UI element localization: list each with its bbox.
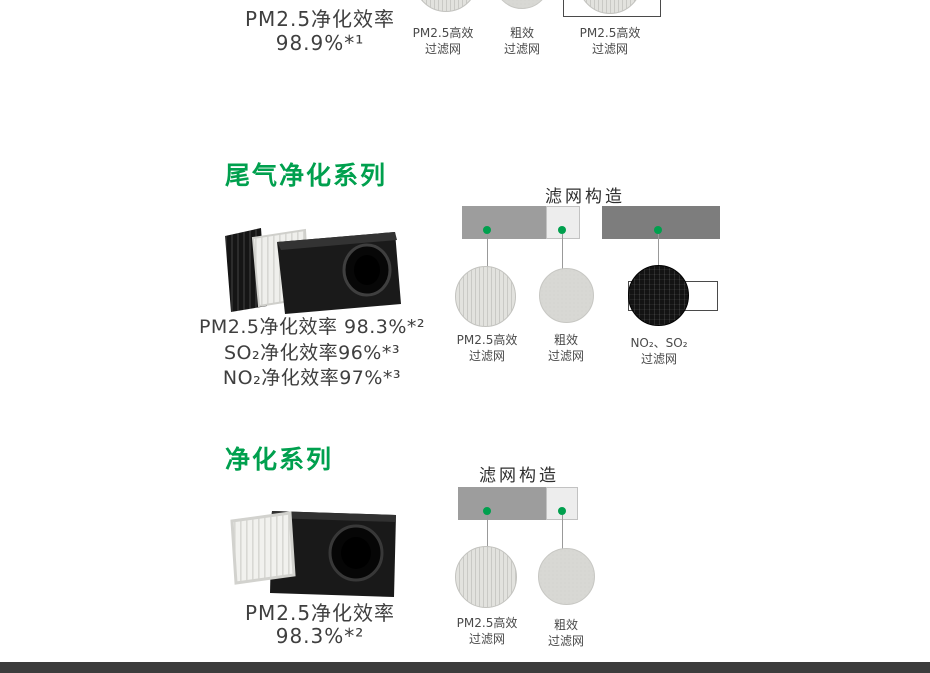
pm25-filter-sample	[455, 546, 517, 608]
coarse-filter-sample	[538, 548, 595, 605]
filter-label-line1: 粗效	[553, 333, 578, 347]
filter-label-line1: 粗效	[509, 26, 534, 40]
filter-stack-bar	[458, 487, 578, 520]
exhaust-product-image	[225, 228, 401, 314]
connector-line	[487, 515, 488, 547]
connector-line	[658, 234, 659, 266]
connector-dot	[654, 226, 662, 234]
footer-band	[0, 662, 930, 673]
filter-label-line1: PM2.5高效	[456, 333, 518, 347]
filter-label: 粗效 过滤网	[490, 25, 554, 57]
purify-diagram-title: 滤网构造	[479, 466, 559, 486]
filter-label-line1: PM2.5高效	[412, 26, 474, 40]
filter-label-line2: 过滤网	[591, 42, 628, 57]
filter-label-line1: PM2.5高效	[456, 616, 518, 630]
filter-label-line1: 粗效	[553, 618, 578, 632]
filter-label: 粗效 过滤网	[534, 617, 598, 649]
no2-so2-filter-sample	[628, 265, 689, 326]
bar-light-segment	[546, 206, 580, 239]
purify-stat-pm25: PM2.5净化效率	[244, 601, 396, 625]
exhaust-diagram-title: 滤网构造	[545, 187, 625, 207]
connector-dot	[558, 226, 566, 234]
filter-label-line2: 过滤网	[468, 632, 505, 647]
filter-label: PM2.5高效 过滤网	[403, 25, 483, 57]
top-efficiency-label: PM2.5净化效率	[244, 7, 396, 31]
top-efficiency-value: 98.9%*¹	[275, 31, 365, 55]
filter-label: NO₂、SO₂ 过滤网	[609, 335, 709, 367]
connector-line	[487, 234, 488, 267]
filter-label-line1: NO₂、SO₂	[630, 336, 688, 350]
purify-series-title: 净化系列	[225, 445, 334, 474]
exhaust-stat-pm25: PM2.5净化效率 98.3%*²	[198, 316, 426, 338]
filter-stack-bar-dark	[602, 206, 720, 239]
connector-dot	[483, 226, 491, 234]
connector-line	[562, 234, 563, 269]
exhaust-stat-so2: SO₂净化效率96%*³	[224, 342, 400, 364]
filter-label-line2: 过滤网	[547, 634, 584, 649]
filter-label-line2: 过滤网	[468, 349, 505, 364]
connector-dot	[483, 507, 491, 515]
filter-label: PM2.5高效 过滤网	[447, 615, 527, 647]
purify-stat-value: 98.3%*²	[275, 624, 365, 648]
purify-product-image	[230, 511, 396, 597]
filter-label: 粗效 过滤网	[534, 332, 598, 364]
connector-line	[562, 515, 563, 549]
exhaust-stat-no2: NO₂净化效率97%*³	[222, 367, 402, 389]
filter-label-line2: 过滤网	[424, 42, 461, 57]
bar-dark-segment	[458, 487, 546, 520]
exhaust-series-title: 尾气净化系列	[225, 161, 388, 190]
filter-label: PM2.5高效 过滤网	[570, 25, 650, 57]
coarse-filter-sample	[539, 268, 594, 323]
filter-label-line2: 过滤网	[547, 349, 584, 364]
bar-dark-segment	[462, 206, 546, 239]
filter-label-line1: PM2.5高效	[579, 26, 641, 40]
filter-label-line2: 过滤网	[503, 42, 540, 57]
filter-label: PM2.5高效 过滤网	[447, 332, 527, 364]
connector-dot	[558, 507, 566, 515]
coarse-filter-sample-partial	[494, 0, 550, 9]
pm25-filter-sample	[455, 266, 516, 327]
filter-label-line2: 过滤网	[640, 352, 677, 367]
